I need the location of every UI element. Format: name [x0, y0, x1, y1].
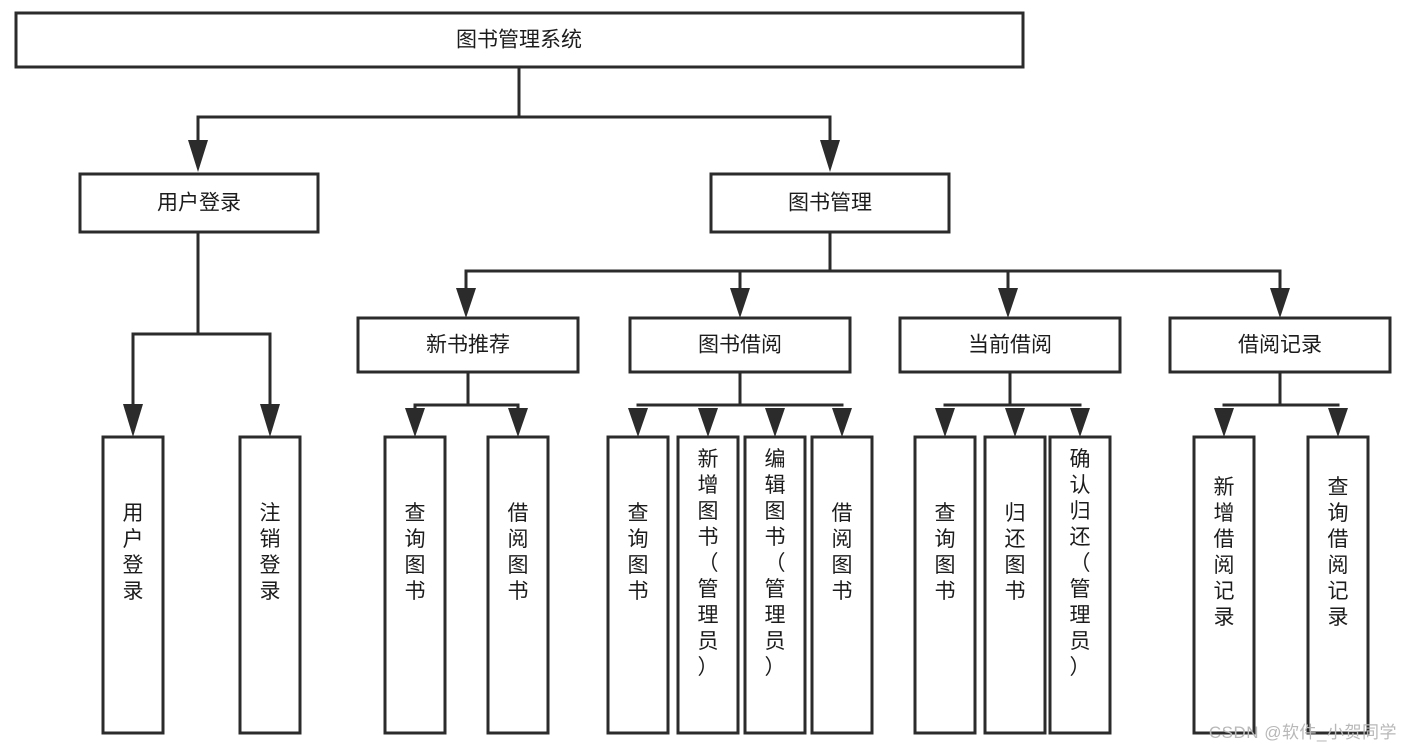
arrow-head-icon [698, 408, 718, 437]
node-book-manage-box[interactable] [709, 172, 951, 234]
leaf-query-book-3-label: 查询图书 [935, 502, 956, 603]
arrow-head-icon [730, 288, 750, 318]
leaf-add-book[interactable]: 新增图书（管理员） [676, 435, 740, 735]
arrow-head-icon [820, 140, 840, 172]
node-root-box[interactable] [14, 11, 1025, 69]
leaf-add-record[interactable]: 新增借阅记录 [1192, 435, 1256, 735]
leaf-borrow-book-2-box[interactable] [810, 435, 874, 735]
leaf-borrow-book-1-label: 借阅图书 [508, 502, 529, 603]
arrow-head-icon [405, 408, 425, 437]
leaf-add-book-label: 新增图书（管理员） [698, 448, 719, 679]
node-book-borrow-label: 图书借阅 [698, 334, 782, 357]
node-book-manage[interactable]: 图书管理 [709, 172, 951, 234]
leaf-add-record-label: 新增借阅记录 [1214, 476, 1235, 629]
leaf-return-book-label: 归还图书 [1005, 502, 1026, 603]
node-user-login[interactable]: 用户登录 [78, 172, 320, 234]
leaf-confirm-return-label: 确认归还（管理员） [1070, 448, 1091, 679]
node-current-borrow-label: 当前借阅 [968, 334, 1052, 357]
leaf-borrow-book-1-box[interactable] [486, 435, 550, 735]
node-new-book-rec[interactable]: 新书推荐 [356, 316, 580, 374]
leaf-edit-book-box[interactable] [743, 435, 807, 735]
leaf-borrow-book-2[interactable]: 借阅图书 [810, 435, 874, 735]
leaf-edit-book-label: 编辑图书（管理员） [765, 448, 786, 679]
leaf-logout[interactable]: 注销登录 [238, 435, 302, 735]
leaf-query-record-label: 查询借阅记录 [1328, 476, 1349, 629]
arrow-head-icon [765, 408, 785, 437]
arrow-head-icon [188, 140, 208, 172]
arrow-head-icon [1328, 408, 1348, 437]
leaf-query-book-2[interactable]: 查询图书 [606, 435, 670, 735]
node-user-login-box[interactable] [78, 172, 320, 234]
leaf-query-record[interactable]: 查询借阅记录 [1306, 435, 1370, 735]
leaf-user-login[interactable]: 用户登录 [101, 435, 165, 735]
node-current-borrow[interactable]: 当前借阅 [898, 316, 1122, 374]
leaf-query-book-1-box[interactable] [383, 435, 447, 735]
leaf-confirm-return-box[interactable] [1048, 435, 1112, 735]
leaf-query-book-3-box[interactable] [913, 435, 977, 735]
node-borrow-record[interactable]: 借阅记录 [1168, 316, 1392, 374]
node-new-book-rec-box[interactable] [356, 316, 580, 374]
node-book-manage-label: 图书管理 [788, 192, 872, 215]
arrow-head-icon [123, 404, 143, 437]
leaf-user-login-box[interactable] [101, 435, 165, 735]
leaf-query-book-3[interactable]: 查询图书 [913, 435, 977, 735]
node-book-borrow-box[interactable] [628, 316, 852, 374]
leaf-return-book[interactable]: 归还图书 [983, 435, 1047, 735]
node-borrow-record-label: 借阅记录 [1238, 334, 1322, 357]
leaf-query-book-1-label: 查询图书 [405, 502, 426, 603]
leaf-add-record-box[interactable] [1192, 435, 1256, 735]
leaf-query-book-2-label: 查询图书 [628, 502, 649, 603]
leaf-borrow-book-2-label: 借阅图书 [832, 502, 853, 603]
leaf-borrow-book-1[interactable]: 借阅图书 [486, 435, 550, 735]
leaf-edit-book[interactable]: 编辑图书（管理员） [743, 435, 807, 735]
node-borrow-record-box[interactable] [1168, 316, 1392, 374]
node-book-borrow[interactable]: 图书借阅 [628, 316, 852, 374]
arrow-head-icon [456, 288, 476, 318]
node-root-label: 图书管理系统 [456, 29, 582, 52]
node-new-book-rec-label: 新书推荐 [426, 334, 510, 357]
arrow-head-icon [1070, 408, 1090, 437]
arrow-head-icon [508, 408, 528, 437]
leaf-user-login-label: 用户登录 [123, 502, 144, 603]
arrow-head-icon [1270, 288, 1290, 318]
csdn-watermark: CSDN @软件_小贺同学 [1208, 723, 1397, 742]
arrow-head-icon [935, 408, 955, 437]
arrow-head-icon [260, 404, 280, 437]
arrow-head-icon [1214, 408, 1234, 437]
leaf-query-record-box[interactable] [1306, 435, 1370, 735]
node-user-login-label: 用户登录 [157, 192, 241, 215]
leaf-add-book-box[interactable] [676, 435, 740, 735]
leaf-logout-label: 注销登录 [260, 502, 281, 603]
leaf-confirm-return[interactable]: 确认归还（管理员） [1048, 435, 1112, 735]
leaf-logout-box[interactable] [238, 435, 302, 735]
arrow-head-icon [628, 408, 648, 437]
arrow-head-icon [998, 288, 1018, 318]
leaf-return-book-box[interactable] [983, 435, 1047, 735]
leaf-query-book-2-box[interactable] [606, 435, 670, 735]
node-current-borrow-box[interactable] [898, 316, 1122, 374]
arrow-head-icon [832, 408, 852, 437]
node-root[interactable]: 图书管理系统 [14, 11, 1025, 69]
arrow-head-icon [1005, 408, 1025, 437]
leaf-query-book-1[interactable]: 查询图书 [383, 435, 447, 735]
connector-layer [123, 65, 1348, 437]
